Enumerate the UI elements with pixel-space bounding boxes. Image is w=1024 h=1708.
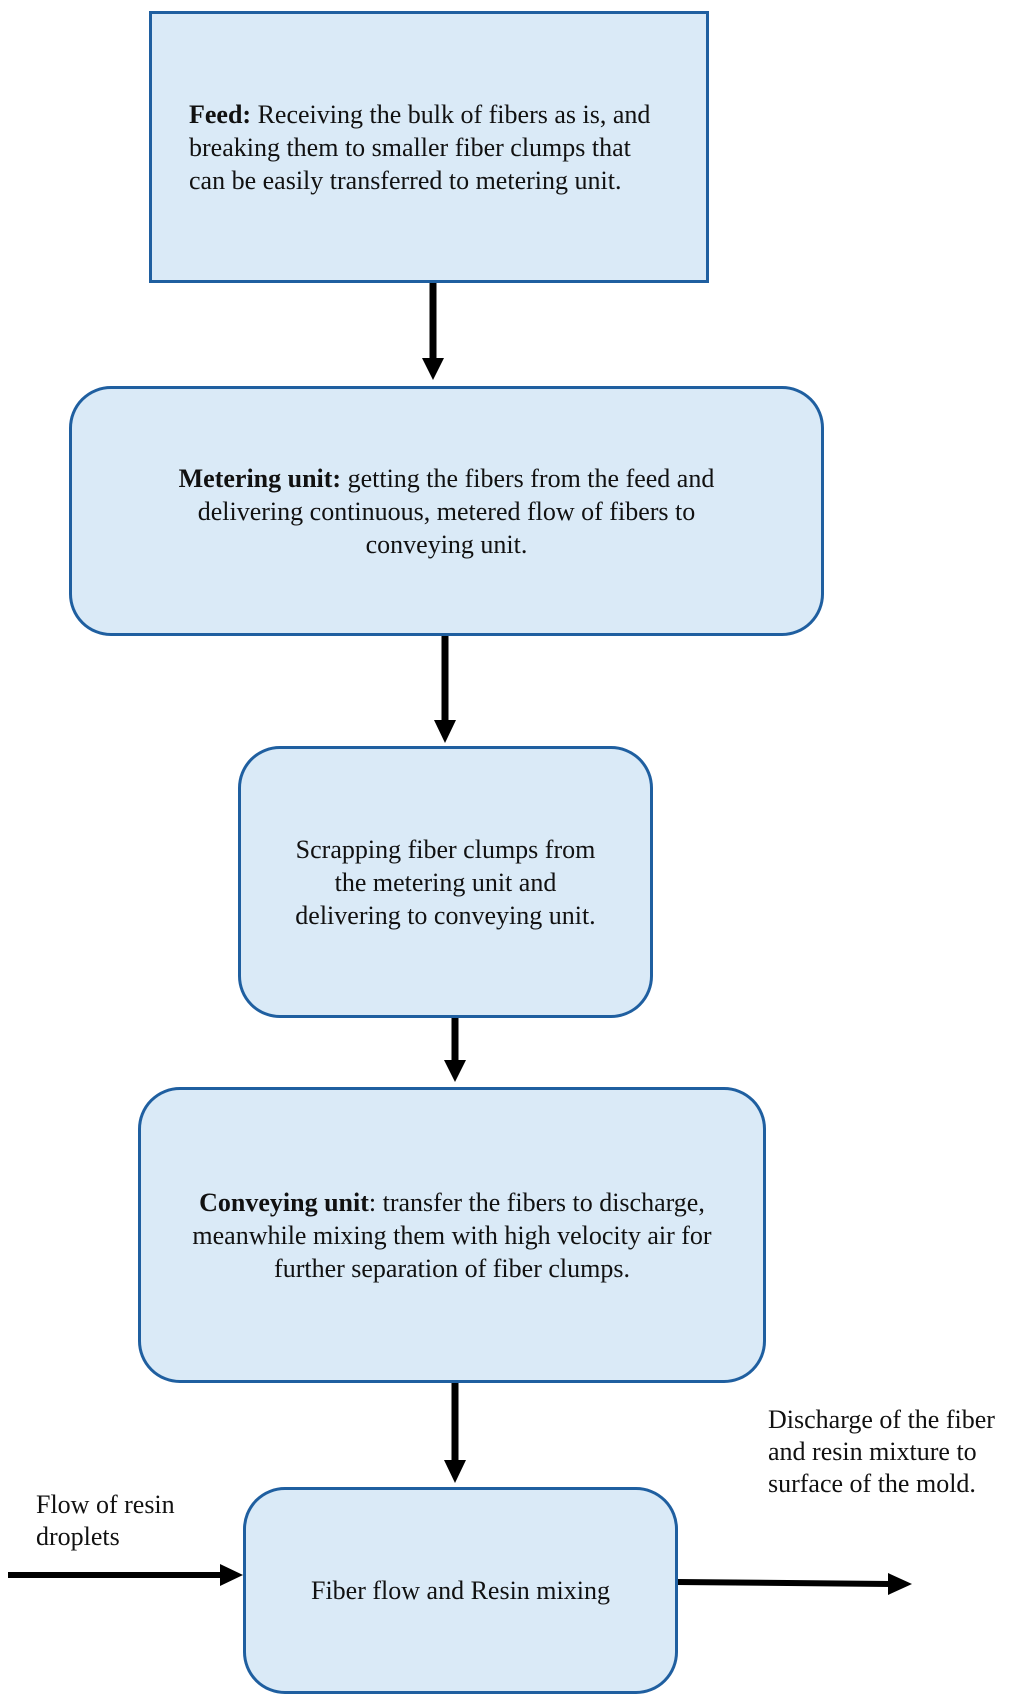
arrow-feed-to-metering (422, 283, 444, 380)
metering-unit-title: Metering unit: (178, 463, 342, 493)
conveying-unit-title: Conveying unit (199, 1187, 369, 1217)
mixing-description: Fiber flow and Resin mixing (311, 1576, 610, 1605)
arrow-discharge-output (676, 1573, 912, 1595)
metering-unit-description: getting the fibers from the feed and del… (197, 463, 715, 559)
feed-box: Feed: Receiving the bulk of fibers as is… (149, 11, 709, 283)
conveying-unit-description: : transfer the fibers to discharge, mean… (192, 1187, 712, 1283)
arrow-metering-to-scrapping (434, 636, 456, 743)
conveying-unit-box: Conveying unit: transfer the fibers to d… (138, 1087, 766, 1383)
feed-title: Feed: (189, 99, 252, 129)
arrow-resin-input (8, 1564, 243, 1586)
discharge-output-label: Discharge of the fiber and resin mixture… (768, 1405, 995, 1498)
scrapping-box: Scrapping fiber clumps from the metering… (238, 746, 653, 1018)
arrow-scrapping-to-conveying (444, 1017, 466, 1082)
resin-input-label: Flow of resin droplets (36, 1490, 175, 1551)
scrapping-description: Scrapping fiber clumps from the metering… (295, 834, 596, 930)
metering-unit-box: Metering unit: getting the fibers from t… (69, 386, 824, 636)
mixing-box: Fiber flow and Resin mixing (243, 1487, 678, 1694)
feed-description: Receiving the bulk of fibers as is, and … (189, 99, 651, 195)
arrow-conveying-to-mixing (444, 1383, 466, 1483)
